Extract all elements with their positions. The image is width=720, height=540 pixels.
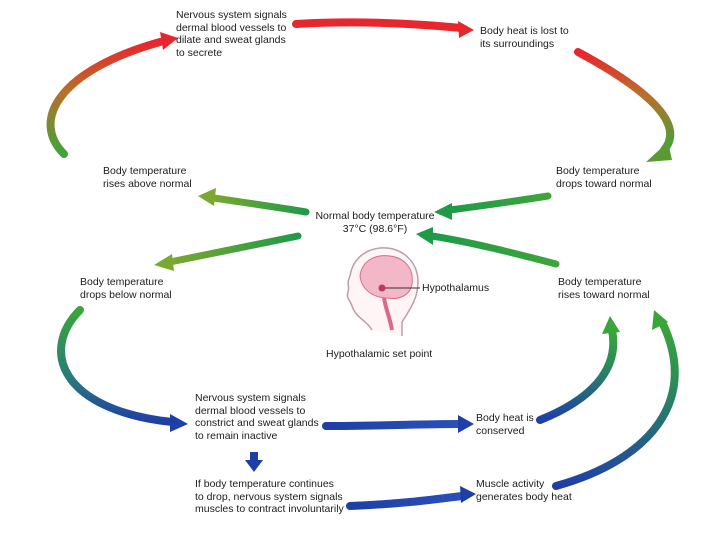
label-hypothalamus: Hypothalamus bbox=[422, 282, 490, 294]
arrowhead-rises-above bbox=[198, 188, 216, 206]
arrowhead-rises-inner bbox=[602, 316, 620, 334]
arrow-rises-toward-to-normal bbox=[428, 232, 560, 268]
arrow-drops-below-to-signal bbox=[57, 306, 176, 426]
label-heat-loss-signal: Nervous system signals dermal blood vess… bbox=[176, 9, 287, 59]
arrowhead-drops-below bbox=[154, 254, 174, 271]
label-muscle-heat: Muscle activity generates body heat bbox=[476, 478, 572, 503]
arrow-down-stem bbox=[250, 452, 258, 462]
arrowhead-down bbox=[245, 460, 263, 472]
arrow-rise-to-signal bbox=[46, 38, 164, 158]
brainstem bbox=[382, 297, 394, 331]
arrow-drops-toward-to-normal bbox=[446, 192, 552, 214]
label-body-heat-conserved: Body heat is conserved bbox=[476, 412, 534, 437]
label-heat-conserve-signal: Nervous system signals dermal blood vess… bbox=[195, 392, 319, 442]
label-drops-below-normal: Body temperature drops below normal bbox=[80, 276, 172, 301]
arrowhead-drop-toward bbox=[646, 142, 672, 162]
arrow-shiver-to-muscle bbox=[346, 492, 466, 510]
arrow-muscle-to-rises bbox=[552, 318, 679, 490]
arrow-signal-to-conserved bbox=[322, 420, 464, 430]
arrow-normal-to-drops-below bbox=[166, 232, 302, 266]
hypothalamus-marker bbox=[378, 284, 386, 292]
label-shiver-signal: If body temperature continues to drop, n… bbox=[195, 478, 344, 515]
label-hypothalamic-set-point: Hypothalamic set point bbox=[326, 348, 433, 360]
arrowhead-muscle bbox=[460, 486, 476, 503]
arrowhead-heat-loss bbox=[458, 21, 474, 38]
head-illustration bbox=[346, 247, 420, 336]
arrow-conserved-to-rises bbox=[536, 326, 618, 424]
arrowhead-to-normal-top bbox=[434, 203, 452, 220]
label-drops-toward-normal: Body temperature drops toward normal bbox=[556, 165, 652, 190]
arrowhead-to-normal-bottom bbox=[416, 227, 433, 245]
arrowhead-to-constrict-signal bbox=[170, 414, 188, 432]
arrow-normal-to-rises-above bbox=[210, 194, 310, 216]
arrowhead-rises-outer bbox=[652, 310, 668, 330]
label-body-heat-lost: Body heat is lost to its surroundings bbox=[480, 25, 569, 50]
label-rises-toward-normal: Body temperature rises toward normal bbox=[558, 276, 650, 301]
arrow-heat-loss-to-drop bbox=[574, 48, 675, 154]
label-rises-above-normal: Body temperature rises above normal bbox=[103, 165, 192, 190]
label-normal-body-temperature: Normal body temperature 37°C (98.6°F) bbox=[315, 210, 435, 235]
arrow-signal-to-heat-loss bbox=[292, 18, 466, 32]
arrowhead-conserved bbox=[458, 415, 474, 433]
arrowhead-to-signal bbox=[160, 32, 178, 50]
